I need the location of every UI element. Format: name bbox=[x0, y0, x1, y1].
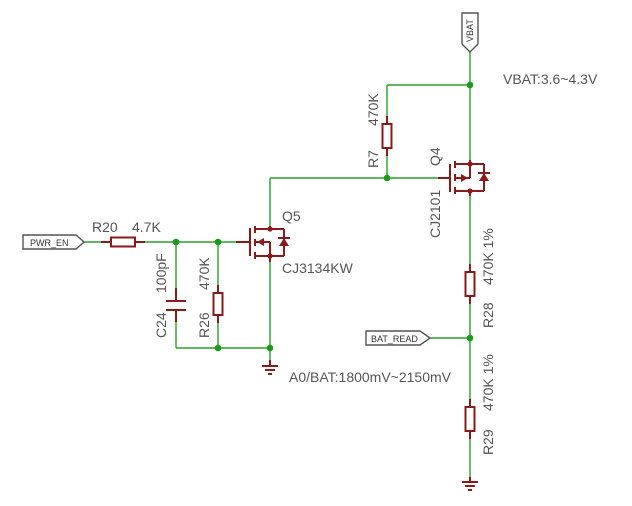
vbat-range-note: VBAT:3.6~4.3V bbox=[503, 71, 598, 87]
q5-part: CJ3134KW bbox=[282, 260, 354, 276]
r26-ref: R26 bbox=[196, 312, 212, 338]
r7-ref: R7 bbox=[365, 150, 381, 168]
q4-part: CJ2101 bbox=[427, 190, 443, 238]
resistor-r26: 470K R26 bbox=[196, 257, 224, 338]
r28-value: 470K 1% bbox=[480, 228, 496, 285]
resistor-r20: R20 4.7K bbox=[92, 219, 161, 248]
junction-node bbox=[172, 238, 180, 246]
junction-node bbox=[214, 238, 222, 246]
resistor-r28: 470K 1% R28 bbox=[464, 228, 496, 328]
junction-node bbox=[214, 344, 222, 352]
ground-symbol bbox=[262, 360, 278, 375]
junction-node bbox=[266, 344, 274, 352]
resistor-r29: 470K 1% R29 bbox=[464, 354, 496, 455]
wires bbox=[84, 52, 471, 477]
resistor-r7: 470K R7 bbox=[365, 93, 393, 168]
junction-node bbox=[466, 81, 474, 89]
q5-ref: Q5 bbox=[282, 208, 301, 224]
r26-value: 470K bbox=[196, 257, 212, 290]
c24-ref: C24 bbox=[153, 312, 169, 338]
q4-ref: Q4 bbox=[427, 147, 443, 166]
ground-symbol bbox=[462, 477, 478, 491]
r29-ref: R29 bbox=[480, 429, 496, 455]
junction-node bbox=[383, 174, 391, 182]
port-pwr-en: PWR_EN bbox=[22, 234, 86, 250]
svg-text:BAT_READ: BAT_READ bbox=[371, 334, 418, 344]
port-bat-read: BAT_READ bbox=[365, 330, 432, 346]
mosfet-q5: Q5 CJ3134KW bbox=[236, 208, 354, 276]
svg-text:VBAT: VBAT bbox=[465, 19, 475, 42]
r20-value: 4.7K bbox=[132, 219, 161, 235]
capacitor-c24: 100pF C24 bbox=[153, 253, 186, 338]
c24-value: 100pF bbox=[153, 253, 169, 293]
junction-nodes bbox=[172, 81, 474, 352]
r7-value: 470K bbox=[365, 93, 381, 126]
r29-value: 470K 1% bbox=[480, 354, 496, 411]
adc-range-note: A0/BAT:1800mV~2150mV bbox=[289, 369, 452, 385]
r20-ref: R20 bbox=[92, 219, 118, 235]
port-vbat: VBAT bbox=[461, 12, 479, 53]
svg-text:PWR_EN: PWR_EN bbox=[30, 238, 69, 248]
mosfet-q4: Q4 CJ2101 bbox=[427, 147, 490, 238]
r28-ref: R28 bbox=[480, 302, 496, 328]
junction-node bbox=[466, 334, 474, 342]
